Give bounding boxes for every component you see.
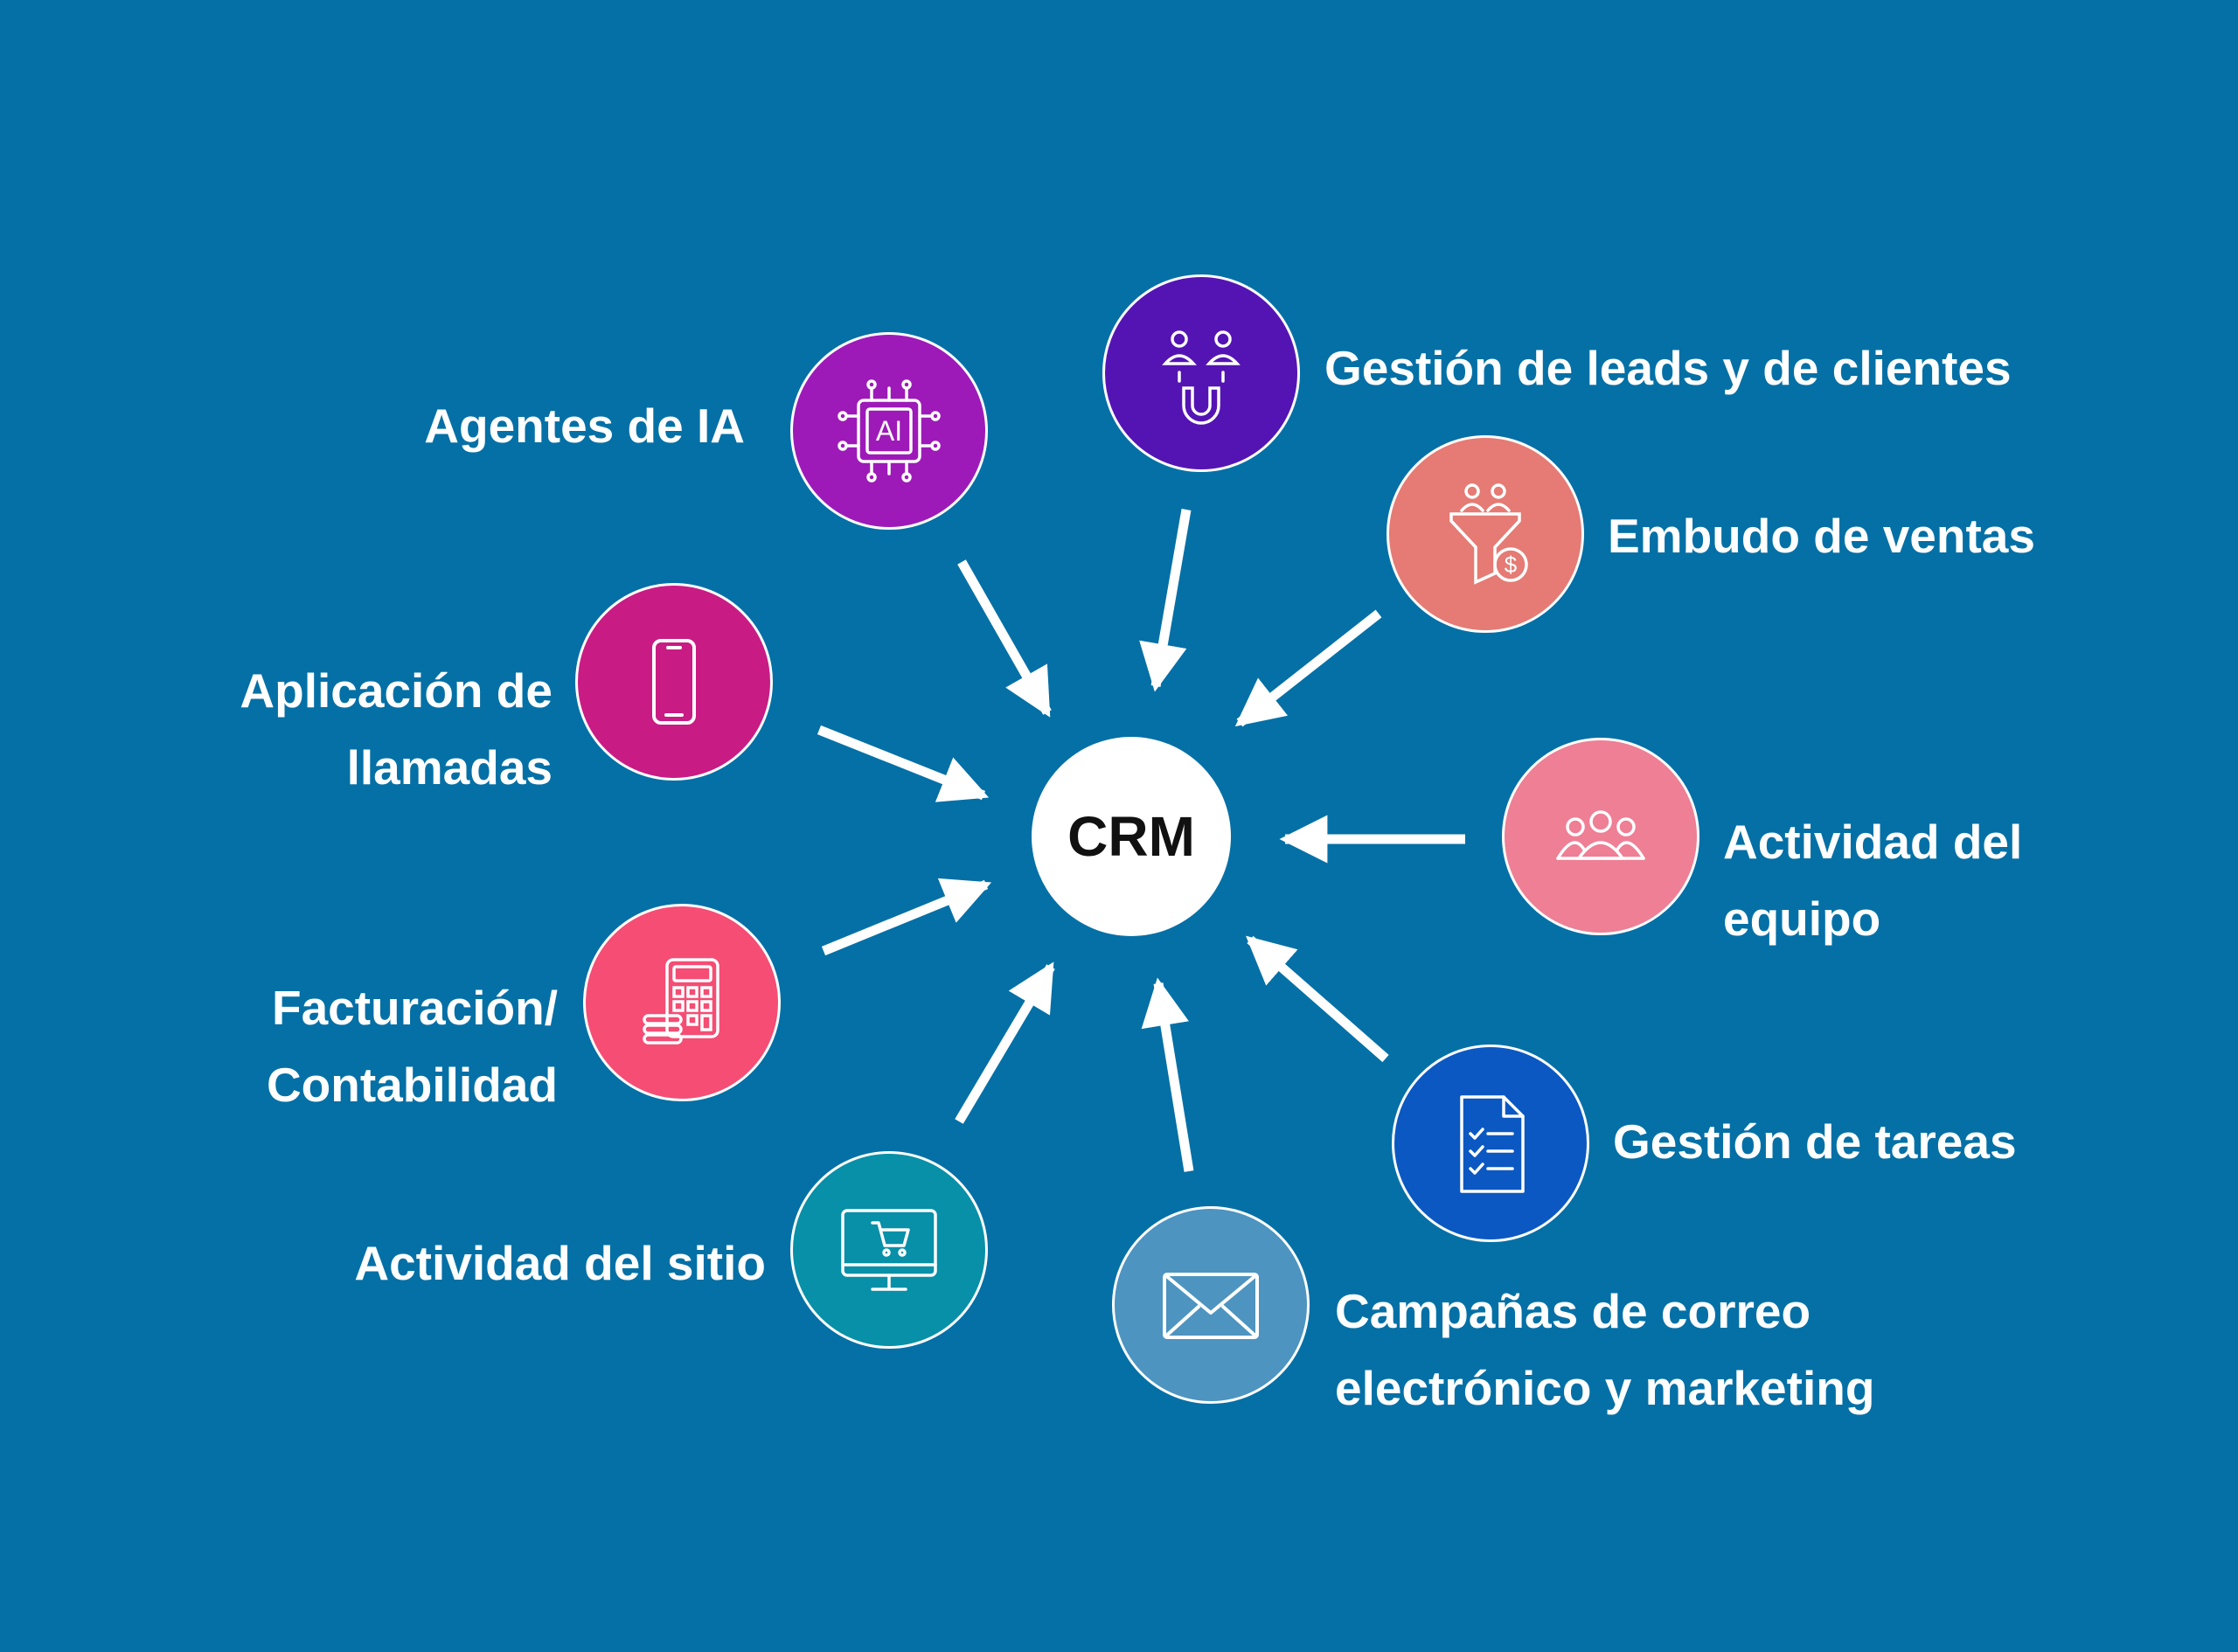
node-calls — [575, 583, 773, 781]
monitor-cart-icon — [841, 1209, 937, 1291]
arrow-from-site — [955, 961, 1055, 1124]
label-tasks: Gestión de tareas — [1613, 1114, 2017, 1169]
label-calls: Aplicación de llamadas — [240, 652, 553, 806]
arrow-from-funnel — [1234, 609, 1382, 727]
svg-text:$: $ — [1505, 552, 1518, 578]
people-magnet-icon — [1162, 330, 1241, 425]
label-billing-line1: Facturación/ — [271, 981, 558, 1035]
label-team-line2: equipo — [1723, 892, 1881, 946]
crm-hub: CRM — [1032, 737, 1231, 936]
label-email-line2: electrónico y marketing — [1335, 1361, 1875, 1415]
node-billing — [583, 904, 781, 1101]
arrow-from-ai-agents — [957, 559, 1052, 718]
node-team — [1502, 738, 1699, 935]
label-team-line1: Actividad del — [1723, 815, 2023, 869]
node-leads — [1102, 274, 1300, 472]
arrow-from-tasks — [1246, 935, 1389, 1063]
arrow-from-billing — [821, 878, 992, 956]
label-funnel: Embudo de ventas — [1608, 509, 2035, 563]
crm-hub-label: CRM — [1067, 805, 1195, 868]
phone-icon — [652, 639, 696, 725]
node-tasks — [1392, 1045, 1589, 1242]
label-leads: Gestión de leads y de clientes — [1324, 341, 2012, 395]
label-billing: Facturación/ Contabilidad — [267, 969, 558, 1123]
label-ai-agents: Agentes de IA — [424, 399, 745, 453]
checklist-document-icon — [1460, 1095, 1525, 1193]
label-calls-line1: Aplicación de — [240, 663, 553, 718]
label-team: Actividad del equipo — [1723, 803, 2022, 957]
node-email — [1112, 1206, 1310, 1404]
ai-chip-icon: AI — [838, 379, 941, 482]
arrow-from-leads — [1139, 509, 1192, 692]
node-site — [790, 1151, 988, 1349]
node-funnel: $ — [1387, 435, 1584, 633]
arrow-from-email — [1141, 977, 1194, 1172]
envelope-icon — [1163, 1273, 1259, 1339]
team-icon — [1556, 810, 1645, 860]
sales-funnel-icon: $ — [1449, 483, 1528, 585]
label-email-line1: Campañas de correo — [1335, 1284, 1811, 1338]
ai-chip-text: AI — [876, 415, 902, 447]
calculator-coins-icon — [643, 958, 719, 1045]
label-calls-line2: llamadas — [346, 740, 553, 795]
arrow-from-calls — [817, 725, 990, 802]
node-ai-agents: AI — [790, 332, 988, 530]
label-billing-line2: Contabilidad — [266, 1058, 558, 1112]
label-email: Campañas de correo electrónico y marketi… — [1335, 1273, 1874, 1426]
label-site: Actividad del sitio — [354, 1236, 766, 1290]
